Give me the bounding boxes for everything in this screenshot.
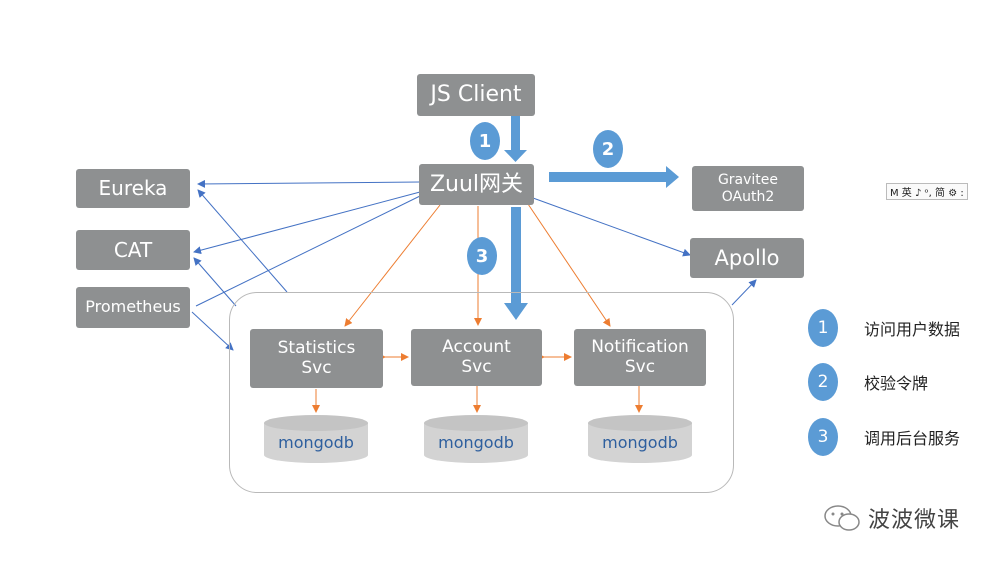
mongodb-account-db: mongodb: [424, 415, 528, 463]
apollo-node: Apollo: [690, 238, 804, 278]
ime-toolbar[interactable]: M 英 ♪ ᵒ, 简 ⚙ :: [886, 183, 968, 200]
legend-number: 3: [808, 418, 838, 456]
statistics-svc-node: Statistics Svc: [250, 329, 383, 388]
legend-step-2: 2 校验令牌: [808, 363, 928, 401]
cat-node: CAT: [76, 230, 190, 270]
services-group: [229, 292, 734, 493]
db-label: mongodb: [438, 433, 514, 452]
db-label: mongodb: [602, 433, 678, 452]
step-2-badge: 2: [593, 130, 623, 168]
legend-label: 访问用户数据: [864, 320, 961, 339]
account-svc-node: Account Svc: [411, 329, 542, 386]
js-client-node: JS Client: [417, 74, 535, 116]
zuul-gateway-node: Zuul网关: [419, 164, 534, 205]
watermark: 波波微课: [822, 502, 960, 534]
mongodb-notification-db: mongodb: [588, 415, 692, 463]
legend-label: 调用后台服务: [864, 429, 961, 448]
eureka-node: Eureka: [76, 169, 190, 208]
db-label: mongodb: [278, 433, 354, 452]
legend-number: 2: [808, 363, 838, 401]
legend-number: 1: [808, 309, 838, 347]
gravitee-oauth2-node: Gravitee OAuth2: [692, 166, 804, 211]
prometheus-node: Prometheus: [76, 287, 190, 328]
step-1-badge: 1: [470, 122, 500, 160]
legend-step-1: 1 访问用户数据: [808, 309, 960, 347]
legend-label: 校验令牌: [864, 374, 929, 393]
step-3-badge: 3: [467, 237, 497, 275]
notification-svc-node: Notification Svc: [574, 329, 706, 386]
wechat-icon: [824, 505, 860, 531]
watermark-text: 波波微课: [868, 508, 961, 533]
mongodb-statistics-db: mongodb: [264, 415, 368, 463]
legend-step-3: 3 调用后台服务: [808, 418, 960, 456]
